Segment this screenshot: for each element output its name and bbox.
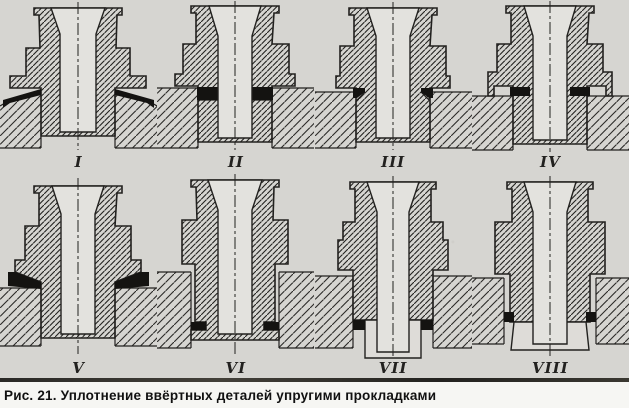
diagram-row-bottom: V VI [0,172,629,378]
scan-edge-line [0,378,629,382]
diagram-panel-1: I [0,0,158,172]
figure-caption: Рис. 21. Уплотнение ввёртных деталей упр… [4,387,437,403]
diagram-label: I [74,153,83,171]
fitting-cross-section-VII [314,176,472,359]
diagram-label: III [381,153,406,171]
diagram-label: VIII [532,359,569,377]
diagram-label: II [227,153,244,171]
base-plate-hatching [314,91,472,149]
diagram-panel-5: V [0,172,158,378]
bore [51,185,106,335]
figure-area: I II [0,0,629,378]
base-plate-hatching [157,271,315,349]
fitting-cross-section-II [157,1,315,150]
gasket-seal [503,312,596,322]
diagram-label: V [72,359,85,377]
fitting-cross-section-III [314,2,472,150]
diagram-panel-2: II [157,0,315,172]
gasket-seal [191,322,280,330]
gasket-seal [3,89,155,108]
bore [207,179,264,335]
diagram-panel-7: VII [314,172,472,378]
gasket-seal [509,87,590,96]
fitting-cross-section-I [0,2,158,150]
gasket-seal [352,320,433,330]
diagram-panel-4: IV [471,0,629,172]
diagram-panel-3: III [314,0,472,172]
diagram-label: VI [225,359,247,377]
fitting-cross-section-VIII [471,176,629,356]
fitting-cross-section-VI [157,174,315,356]
gasket-seal [352,88,433,98]
diagram-label: IV [540,153,561,171]
gasket-seal [8,272,150,289]
diagram-label: VII [378,359,408,377]
caption-band: Рис. 21. Уплотнение ввёртных деталей упр… [0,382,629,408]
gasket-seal [197,87,274,100]
fitting-cross-section-V [0,178,158,354]
base-plate-hatching [471,277,629,345]
base-plate-hatching [314,275,472,349]
diagram-panel-6: VI [157,172,315,378]
diagram-panel-8: VIII [471,172,629,378]
base-plate-hatching [0,287,158,347]
diagram-row-top: I II [0,0,629,172]
fitting-cross-section-IV [471,1,629,152]
